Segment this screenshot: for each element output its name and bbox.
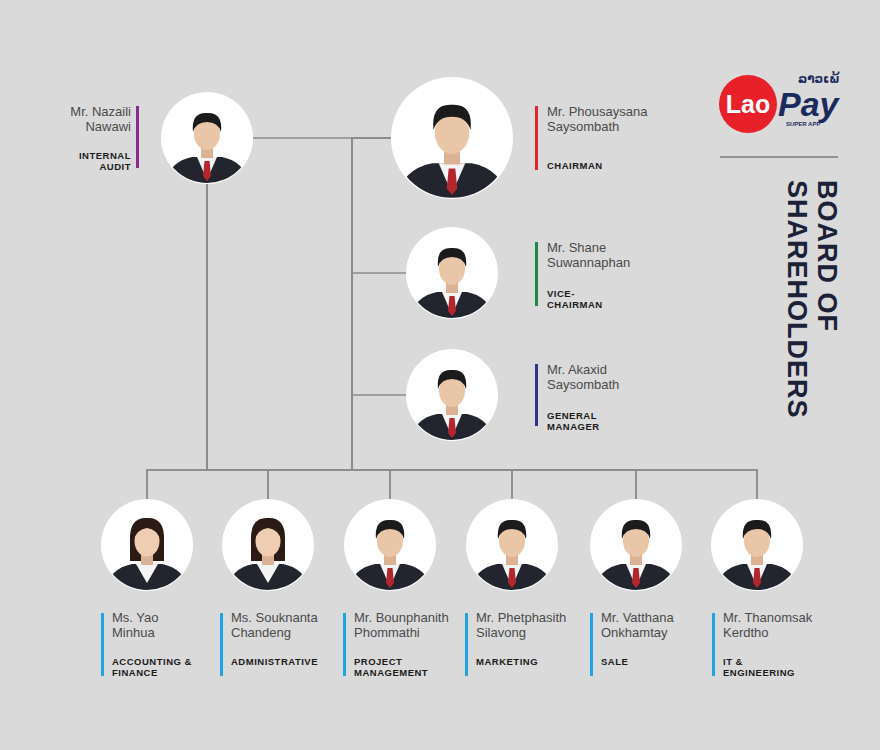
org-connector	[147, 184, 207, 499]
board-title: BOARD OF SHAREHOLDERS	[782, 180, 842, 430]
logo-word: Pay	[778, 86, 840, 122]
accent-bar	[535, 242, 538, 306]
accent-bar	[535, 106, 538, 170]
accent-bar	[220, 613, 223, 676]
org-connector	[268, 138, 391, 499]
role-title: SALE	[601, 656, 707, 667]
person-name: Ms. Souknanta Chandeng	[231, 610, 337, 640]
role-title: GENERAL MANAGER	[547, 410, 609, 432]
org-connector	[207, 184, 390, 499]
person-caption: Mr. Nazaili NawawiINTERNAL AUDIT	[36, 104, 131, 172]
accent-bar	[136, 106, 139, 168]
role-title: MARKETING	[476, 656, 582, 667]
accent-bar	[465, 613, 468, 676]
logo-lao-word: ລາວເພ້	[798, 72, 842, 87]
person-name: Mr. Nazaili Nawawi	[36, 104, 131, 134]
org-connector	[207, 184, 636, 499]
person-node: Mr. Thanomsak KerdthoIT & ENGINEERING	[711, 499, 803, 591]
org-connector	[352, 138, 636, 499]
portrait-photo	[406, 349, 498, 445]
org-connector	[352, 138, 512, 499]
portrait-photo	[391, 77, 513, 204]
logo-circle	[719, 75, 777, 133]
person-node: Mr. Bounphanith PhommathiPROJECT MANAGEM…	[344, 499, 436, 591]
role-title: ACCOUNTING & FINANCE	[112, 656, 212, 678]
person-caption: Mr. Shane SuwannaphanVICE-CHAIRMAN	[547, 240, 657, 310]
accent-bar	[590, 613, 593, 676]
person-caption: Mr. Phousaysana SaysombathCHAIRMAN	[547, 104, 667, 171]
person-caption: Mr. Akaxid SaysombathGENERAL MANAGER	[547, 362, 657, 432]
portrait-photo	[101, 499, 193, 595]
person-node: Mr. Phetphasith SilavongMARKETING	[466, 499, 558, 591]
person-name: Mr. Phousaysana Saysombath	[547, 104, 667, 134]
person-caption: Ms. Yao MinhuaACCOUNTING & FINANCE	[112, 610, 194, 678]
portrait-photo	[466, 499, 558, 595]
accent-bar	[712, 613, 715, 676]
person-name: Mr. Akaxid Saysombath	[547, 362, 657, 392]
person-node: Ms. Souknanta ChandengADMINISTRATIVE	[222, 499, 314, 591]
role-title: ADMINISTRATIVE	[231, 656, 337, 667]
org-connector	[352, 138, 391, 499]
person-name: Mr. Thanomsak Kerdtho	[723, 610, 829, 640]
role-title: PROJECT MANAGEMENT	[354, 656, 460, 678]
person-caption: Mr. Vatthana OnkhamtaySALE	[601, 610, 707, 667]
separator-line	[720, 156, 838, 157]
person-node: Mr. Phousaysana SaysombathCHAIRMAN	[391, 77, 513, 199]
logo-tagline: SUPER APP	[786, 121, 820, 128]
person-node: Mr. Vatthana OnkhamtaySALE	[590, 499, 682, 591]
org-connector	[207, 184, 268, 499]
portrait-photo	[711, 499, 803, 595]
portrait-photo	[406, 227, 498, 323]
person-name: Mr. Bounphanith Phommathi	[354, 610, 460, 640]
org-connector	[352, 138, 406, 395]
person-node: Mr. Shane SuwannaphanVICE-CHAIRMAN	[406, 227, 498, 319]
portrait-photo	[161, 92, 253, 188]
role-title: INTERNAL AUDIT	[69, 150, 131, 172]
person-node: Mr. Nazaili NawawiINTERNAL AUDIT	[161, 92, 253, 184]
person-name: Mr. Shane Suwannaphan	[547, 240, 657, 270]
org-connector	[352, 138, 757, 499]
role-title: VICE-CHAIRMAN	[547, 288, 609, 310]
accent-bar	[535, 364, 538, 426]
accent-bar	[101, 613, 104, 676]
org-connector	[207, 184, 757, 499]
person-name: Mr. Vatthana Onkhamtay	[601, 610, 707, 640]
role-title: CHAIRMAN	[547, 160, 657, 171]
person-name: Mr. Phetphasith Silavong	[476, 610, 582, 640]
logo-word: Lao	[720, 89, 776, 119]
portrait-photo	[222, 499, 314, 595]
person-name: Ms. Yao Minhua	[112, 610, 194, 640]
person-node: Ms. Yao MinhuaACCOUNTING & FINANCE	[101, 499, 193, 591]
person-node: Mr. Akaxid SaysombathGENERAL MANAGER	[406, 349, 498, 441]
portrait-photo	[344, 499, 436, 595]
org-connector	[352, 138, 406, 273]
person-caption: Ms. Souknanta ChandengADMINISTRATIVE	[231, 610, 337, 667]
person-caption: Mr. Bounphanith PhommathiPROJECT MANAGEM…	[354, 610, 460, 678]
org-connector	[207, 184, 512, 499]
role-title: IT & ENGINEERING	[723, 656, 803, 678]
person-caption: Mr. Phetphasith SilavongMARKETING	[476, 610, 582, 667]
accent-bar	[343, 613, 346, 676]
org-connector	[147, 138, 391, 499]
person-caption: Mr. Thanomsak Kerdtho IT & ENGINEERING	[723, 610, 829, 678]
portrait-photo	[590, 499, 682, 595]
